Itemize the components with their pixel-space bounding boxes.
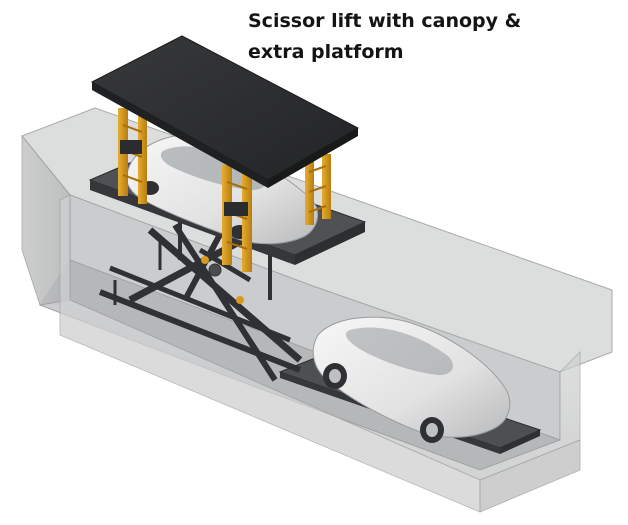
canopy-posts [118,108,331,272]
post-front-left [222,165,252,272]
lift-brand-badge-icon [120,140,142,154]
pit-end-face [479,439,581,513]
caption-line-2: extra platform [248,41,404,63]
canopy-roof [90,35,360,188]
caption-line-1: Scissor lift with canopy & [248,10,522,32]
lower-car [312,316,511,443]
post-right [305,154,331,225]
image-caption: Scissor lift with canopy & extra platfor… [248,6,618,68]
post-rear-left [118,108,147,204]
lift-brand-badge-icon [224,202,248,216]
